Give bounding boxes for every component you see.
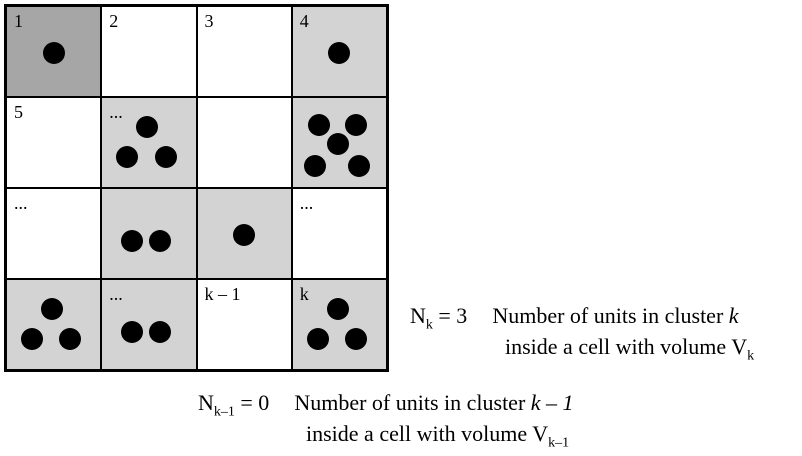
grid-cell: ...	[6, 188, 102, 279]
unit-dot	[306, 327, 329, 350]
cell-label: 3	[204, 11, 214, 31]
unit-dot	[136, 116, 158, 139]
grid-cell: k	[291, 279, 387, 370]
cell-label: ...	[109, 102, 123, 122]
unit-dot	[116, 145, 139, 168]
caption-k-minus-1-line2: inside a cell with volume Vk–1	[306, 421, 569, 456]
grid-cell	[101, 188, 197, 279]
cell-label: ...	[109, 284, 123, 304]
nk-volume-sub: k	[747, 348, 755, 364]
grid-cell	[196, 97, 292, 188]
unit-dot	[42, 42, 65, 65]
grid-cell	[291, 97, 387, 188]
unit-dot	[345, 327, 368, 350]
nk1-symbol: Nk–1	[198, 390, 235, 420]
cell-label: ...	[14, 193, 28, 213]
nk-symbol: Nk	[410, 303, 433, 333]
unit-dot	[40, 298, 63, 321]
nk-value: = 3	[438, 303, 468, 328]
nk1-value: = 0	[240, 390, 270, 415]
unit-dot	[121, 229, 144, 252]
unit-dot	[149, 229, 172, 252]
nk-cluster-var: k	[728, 303, 739, 328]
unit-dot	[326, 133, 349, 156]
nk1-volume-text: inside a cell with volume V	[306, 421, 549, 446]
cell-label: k	[299, 284, 309, 304]
grid-cell: k – 1	[196, 279, 292, 370]
grid-cell: 1	[6, 6, 102, 97]
cell-grid: 1 2 3 4 5............ k – 1 k	[4, 4, 389, 372]
grid-cell: 3	[196, 6, 292, 97]
nk1-description: Number of units in cluster	[294, 390, 531, 415]
grid-cell: ...	[291, 188, 387, 279]
caption-k-line2: inside a cell with volume Vk	[505, 334, 754, 369]
cell-label: 1	[14, 11, 23, 31]
grid-cell	[196, 188, 292, 279]
unit-dot	[121, 320, 144, 343]
caption-k-line1: Nk = 3 Number of units in cluster k	[410, 303, 739, 338]
grid-cell: 2	[101, 6, 197, 97]
grid-cell	[6, 279, 102, 370]
unit-dot	[345, 113, 368, 136]
cell-label: 4	[299, 11, 309, 31]
unit-dot	[59, 327, 82, 350]
unit-dot	[154, 145, 177, 168]
nk1-volume-sub: k–1	[548, 435, 570, 451]
unit-dot	[347, 154, 370, 177]
grid-cell: 4	[291, 6, 387, 97]
cell-label: ...	[299, 193, 314, 213]
unit-dot	[21, 327, 44, 350]
grid-cell: 5	[6, 97, 102, 188]
unit-dot	[307, 113, 330, 136]
cell-label: 5	[14, 102, 23, 122]
cell-label: k – 1	[204, 284, 241, 304]
nk-volume-text: inside a cell with volume V	[505, 334, 748, 359]
cell-label: 2	[109, 11, 119, 31]
grid-cell: ...	[101, 97, 197, 188]
nk-description: Number of units in cluster	[492, 303, 729, 328]
caption-k-minus-1-line1: Nk–1 = 0 Number of units in cluster k – …	[198, 390, 574, 425]
grid-cell: ...	[101, 279, 197, 370]
unit-dot	[233, 224, 256, 247]
unit-dot	[328, 42, 351, 65]
unit-dot	[304, 154, 327, 177]
unit-dot	[149, 320, 172, 343]
nk1-cluster-var: k – 1	[530, 390, 574, 415]
unit-dot	[326, 298, 349, 321]
